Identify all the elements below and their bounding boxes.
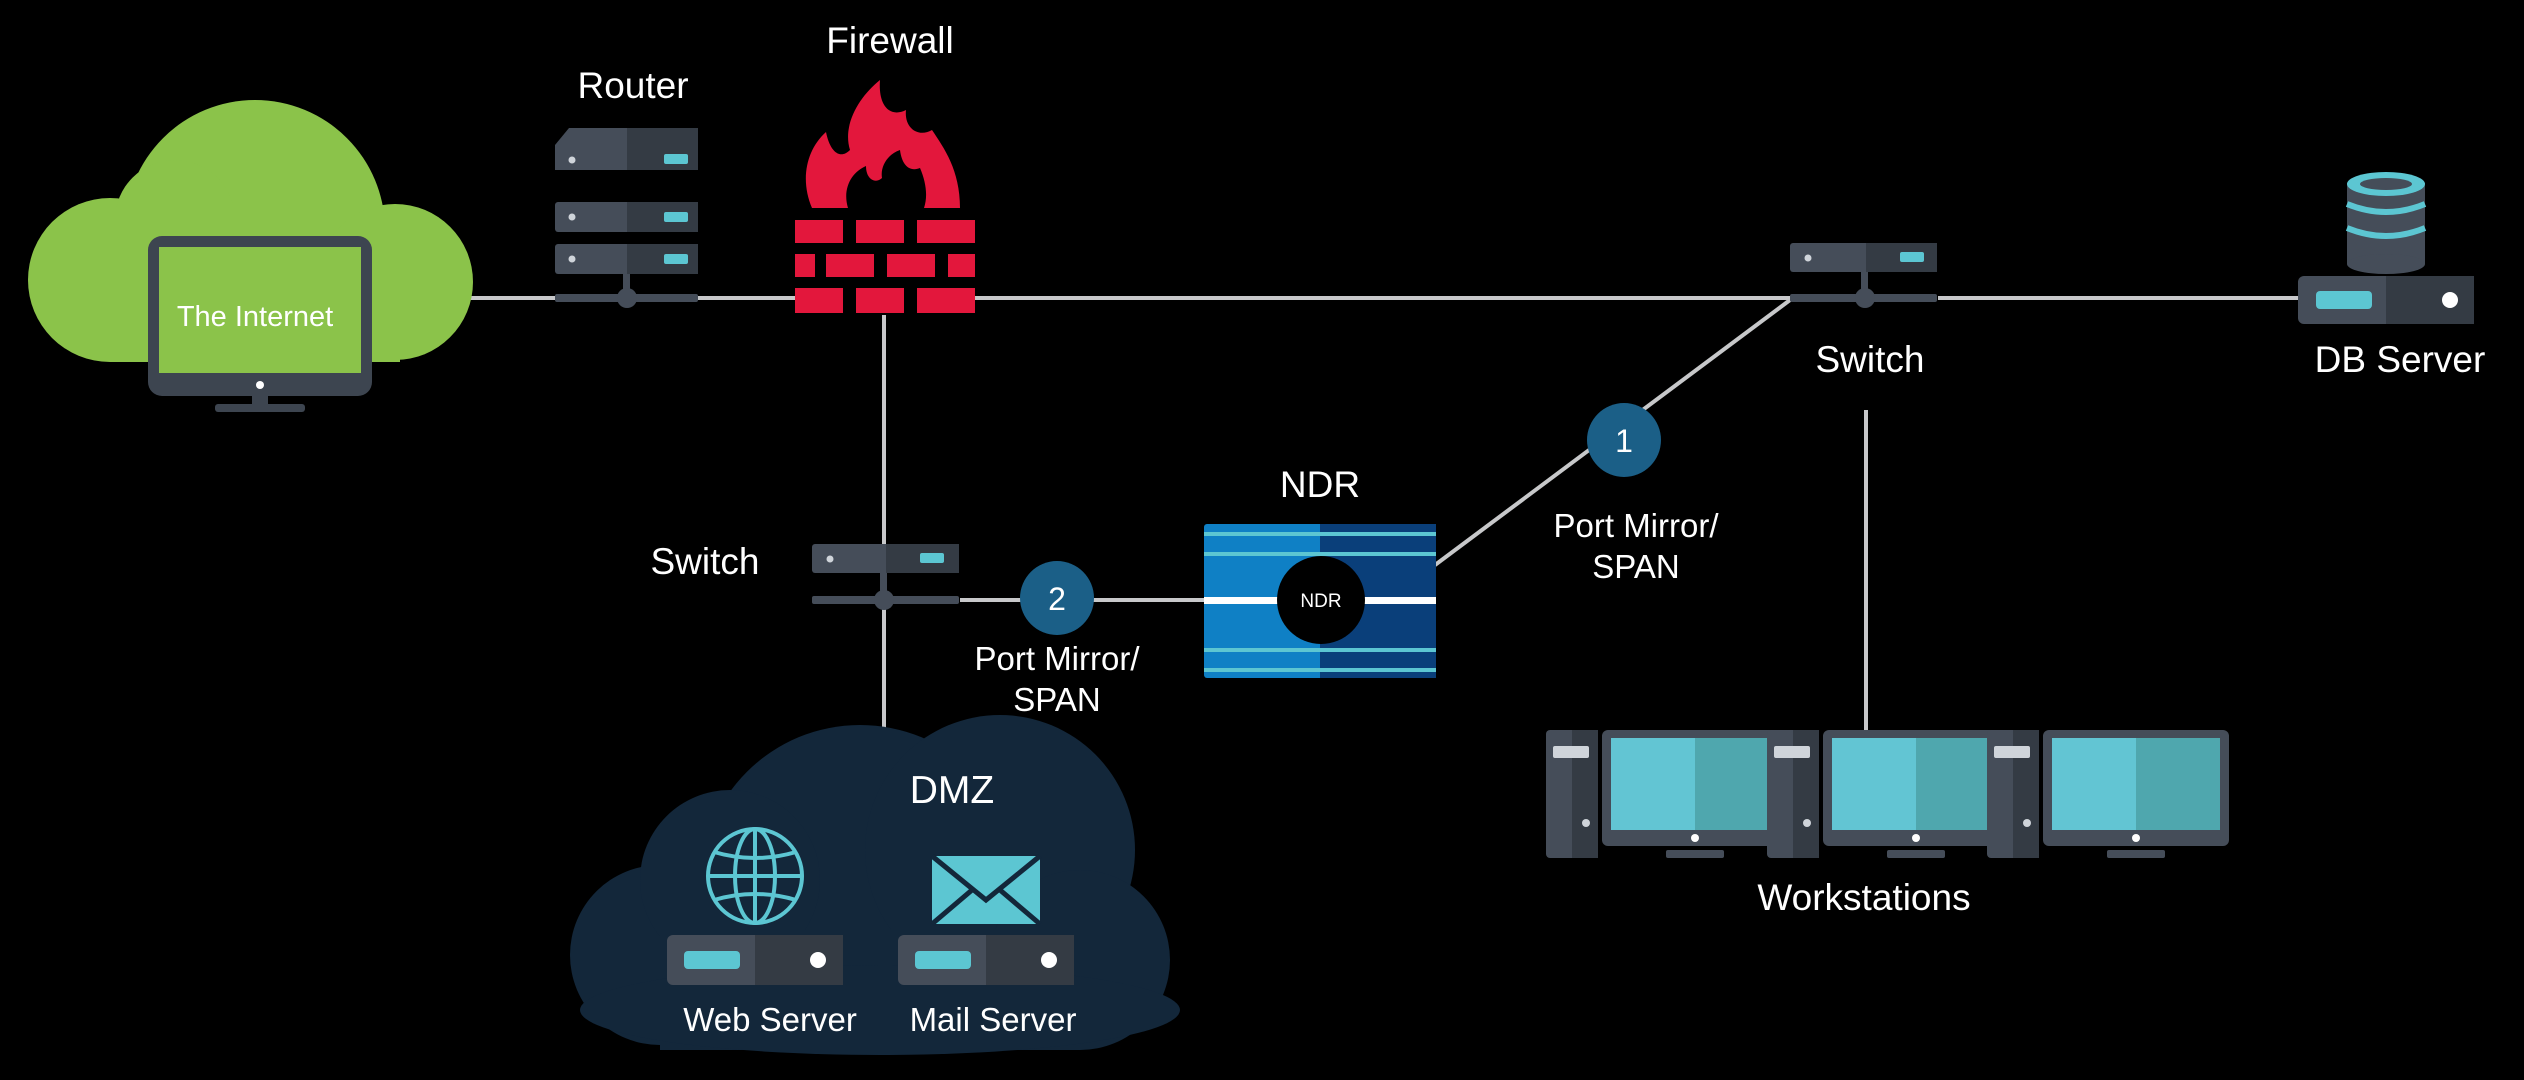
globe-icon xyxy=(706,827,804,925)
tap-1-label-line2: SPAN xyxy=(1592,548,1679,585)
router-icon xyxy=(555,128,698,308)
switch-icon xyxy=(812,544,959,610)
tap-2[interactable]: 2 Port Mirror/ SPAN xyxy=(975,561,1141,718)
workstation-icon xyxy=(1546,730,1788,858)
workstation-icon xyxy=(1987,730,2229,858)
workstations-label: Workstations xyxy=(1757,877,1970,918)
server-icon xyxy=(898,935,1074,985)
firewall-icon xyxy=(795,80,975,313)
tap-2-label-line1: Port Mirror/ xyxy=(975,640,1141,677)
mail-server-label: Mail Server xyxy=(910,1001,1077,1038)
tap-1-label-line1: Port Mirror/ xyxy=(1554,507,1720,544)
ndr-title: NDR xyxy=(1280,464,1360,505)
workstations-node[interactable]: Workstations xyxy=(1546,730,2229,918)
web-server-node[interactable]: Web Server xyxy=(667,827,857,1038)
server-icon xyxy=(2298,276,2474,324)
dmz-label: DMZ xyxy=(910,769,994,812)
internet-node[interactable]: The Internet xyxy=(28,100,473,412)
db-server-node[interactable]: DB Server xyxy=(2298,172,2485,380)
tap-1-badge xyxy=(1587,403,1661,477)
monitor-icon xyxy=(148,236,372,412)
workstation-icon xyxy=(1767,730,2009,858)
tap-1-number: 1 xyxy=(1615,423,1633,459)
database-icon xyxy=(2345,172,2427,274)
mail-server-node[interactable]: Mail Server xyxy=(898,854,1077,1038)
switch-left-label: Switch xyxy=(651,541,760,582)
switch-top-label: Switch xyxy=(1816,339,1925,380)
switch-top-node[interactable]: Switch xyxy=(1790,243,1937,380)
ndr-badge: NDR xyxy=(1300,591,1341,612)
cloud-icon xyxy=(570,715,1180,1055)
tap-1[interactable]: 1 Port Mirror/ SPAN xyxy=(1554,403,1720,585)
envelope-icon xyxy=(930,854,1042,926)
tap-2-badge xyxy=(1020,561,1094,635)
web-server-label: Web Server xyxy=(683,1001,857,1038)
switch-icon xyxy=(1790,243,1937,308)
server-icon xyxy=(667,935,843,985)
internet-label: The Internet xyxy=(177,301,333,333)
firewall-node[interactable]: Firewall xyxy=(795,20,975,313)
db-server-label: DB Server xyxy=(2315,339,2486,380)
ndr-node[interactable]: NDR NDR xyxy=(1204,464,1436,678)
switch-left-node[interactable]: Switch xyxy=(651,541,959,610)
ndr-appliance-icon xyxy=(1204,524,1436,678)
firewall-label: Firewall xyxy=(826,20,953,61)
dmz-zone[interactable]: DMZ Web Server xyxy=(570,715,1180,1055)
tap-2-label-line2: SPAN xyxy=(1013,681,1100,718)
tap-2-number: 2 xyxy=(1048,581,1066,617)
router-label: Router xyxy=(577,65,688,106)
router-node[interactable]: Router xyxy=(555,65,698,308)
